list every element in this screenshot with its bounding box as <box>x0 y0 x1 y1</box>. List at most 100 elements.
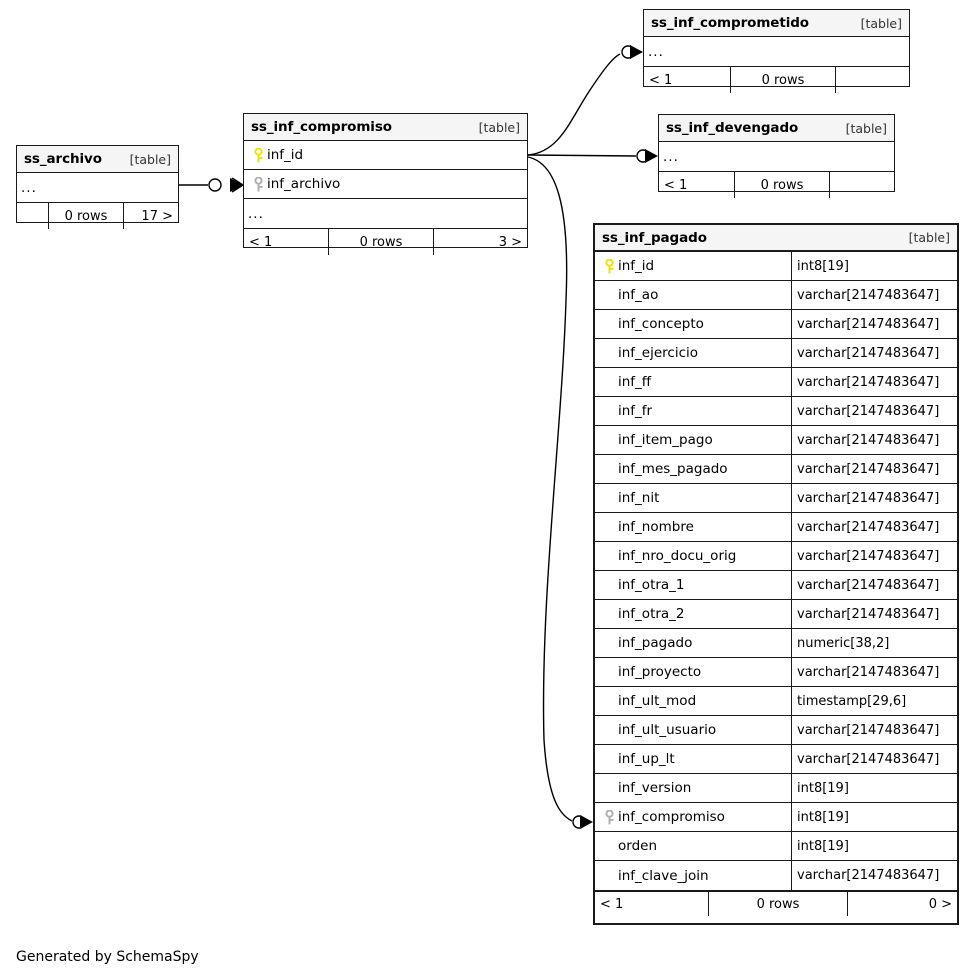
column-name: inf_nit <box>618 490 660 506</box>
column-name-cell: inf_clave_join <box>595 861 792 890</box>
edge-compromiso-to-pagado <box>527 156 593 829</box>
table-name-ss_inf_compromiso: ss_inf_compromiso <box>251 119 392 135</box>
footer-parents-count <box>17 203 49 229</box>
table-node-ss_inf_compromiso[interactable]: ss_inf_compromiso [table] inf_id <box>243 113 528 255</box>
table-row[interactable]: inf_otra_2 varchar[2147483647] <box>595 600 957 629</box>
footer-parents-count: < 1 <box>644 67 731 93</box>
table-row[interactable]: inf_ult_usuario varchar[2147483647] <box>595 716 957 745</box>
footer-row-count: 0 rows <box>735 172 830 198</box>
table-footer-ss_inf_pagado: < 1 0 rows 0 > <box>595 890 957 916</box>
column-name: inf_clave_join <box>618 867 709 884</box>
column-name-cell: inf_nro_docu_orig <box>595 542 792 570</box>
footer-parents-count: < 1 <box>244 229 329 255</box>
column-type: int8[19] <box>797 838 849 854</box>
column-type: int8[19] <box>797 780 849 796</box>
footer-row-count: 0 rows <box>709 892 848 916</box>
column-type: varchar[2147483647] <box>797 316 940 332</box>
table-kind-label: [table] <box>860 15 902 31</box>
footer-parents-count: < 1 <box>595 892 709 916</box>
column-name-cell: inf_compromiso <box>595 803 792 831</box>
column-type: varchar[2147483647] <box>797 722 940 738</box>
table-kind-label: [table] <box>478 119 520 135</box>
footer-children-count <box>830 172 894 198</box>
edge-compromiso-to-comprometido <box>527 45 643 156</box>
footer-row-count: 0 rows <box>49 203 124 229</box>
column-name: inf_id <box>267 147 304 163</box>
column-type: varchar[2147483647] <box>797 490 940 506</box>
column-name: inf_pagado <box>618 635 693 651</box>
column-name: inf_mes_pagado <box>618 461 728 477</box>
collapsed-columns-marker[interactable]: ... <box>244 199 527 229</box>
foreign-key-icon <box>250 176 267 192</box>
column-name-cell: inf_nombre <box>595 513 792 541</box>
table-row[interactable]: inf_nit varchar[2147483647] <box>595 484 957 513</box>
table-kind-label: [table] <box>845 120 887 136</box>
column-name: inf_nombre <box>618 519 694 535</box>
table-row[interactable]: inf_pagado numeric[38,2] <box>595 629 957 658</box>
column-name-cell: inf_ejercicio <box>595 339 792 367</box>
column-name-cell: inf_mes_pagado <box>595 455 792 483</box>
column-type: varchar[2147483647] <box>797 664 940 680</box>
table-row[interactable]: inf_ult_mod timestamp[29,6] <box>595 687 957 716</box>
table-row[interactable]: inf_id <box>244 141 527 170</box>
column-type: varchar[2147483647] <box>797 374 940 390</box>
column-name-cell: inf_ult_mod <box>595 687 792 715</box>
column-type: varchar[2147483647] <box>797 577 940 593</box>
table-row[interactable]: inf_archivo <box>244 170 527 199</box>
column-name-cell: inf_version <box>595 774 792 802</box>
table-header-ss_archivo: ss_archivo [table] <box>17 146 178 173</box>
column-name-cell: inf_fr <box>595 397 792 425</box>
table-row[interactable]: inf_clave_join varchar[2147483647] <box>595 861 957 890</box>
footer-row-count: 0 rows <box>329 229 434 255</box>
column-name: inf_nro_docu_orig <box>618 548 737 564</box>
collapsed-columns-marker[interactable]: ... <box>17 173 178 203</box>
column-name: inf_archivo <box>267 176 341 192</box>
column-name: inf_id <box>618 258 655 274</box>
table-row[interactable]: orden int8[19] <box>595 832 957 861</box>
footer-children-count: 17 > <box>141 208 173 224</box>
column-type: varchar[2147483647] <box>797 432 940 448</box>
table-header-ss_inf_devengado: ss_inf_devengado [table] <box>659 115 894 142</box>
table-name-ss_inf_pagado: ss_inf_pagado <box>602 229 707 246</box>
column-type: timestamp[29,6] <box>797 693 907 709</box>
table-row[interactable]: inf_nro_docu_orig varchar[2147483647] <box>595 542 957 571</box>
column-type: varchar[2147483647] <box>797 751 940 767</box>
collapsed-columns-marker[interactable]: ... <box>659 142 894 172</box>
column-name: inf_otra_2 <box>618 606 685 622</box>
column-name: orden <box>618 838 658 854</box>
table-node-ss_inf_devengado[interactable]: ss_inf_devengado [table] ... < 1 0 rows <box>658 114 895 198</box>
collapsed-columns-marker[interactable]: ... <box>644 37 909 67</box>
column-type: varchar[2147483647] <box>797 548 940 564</box>
table-kind-label: [table] <box>129 151 171 167</box>
table-row[interactable]: inf_version int8[19] <box>595 774 957 803</box>
column-type: varchar[2147483647] <box>797 606 940 622</box>
column-type: varchar[2147483647] <box>797 868 940 883</box>
column-type: numeric[38,2] <box>797 635 890 651</box>
table-node-ss_inf_comprometido[interactable]: ss_inf_comprometido [table] ... < 1 0 ro… <box>643 9 910 93</box>
column-name-cell: inf_nit <box>595 484 792 512</box>
column-type: varchar[2147483647] <box>797 403 940 419</box>
column-name: inf_ejercicio <box>618 345 699 361</box>
column-name-cell: inf_ult_usuario <box>595 716 792 744</box>
table-name-ss_inf_comprometido: ss_inf_comprometido <box>651 15 809 31</box>
column-name: inf_fr <box>618 403 653 419</box>
table-node-ss_archivo[interactable]: ss_archivo [table] ... 0 rows 17 > <box>16 145 179 229</box>
table-footer-ss_archivo: 0 rows 17 > <box>17 203 178 229</box>
column-name: inf_ult_mod <box>618 693 697 709</box>
column-name-cell: inf_pagado <box>595 629 792 657</box>
table-row[interactable]: inf_fr varchar[2147483647] <box>595 397 957 426</box>
